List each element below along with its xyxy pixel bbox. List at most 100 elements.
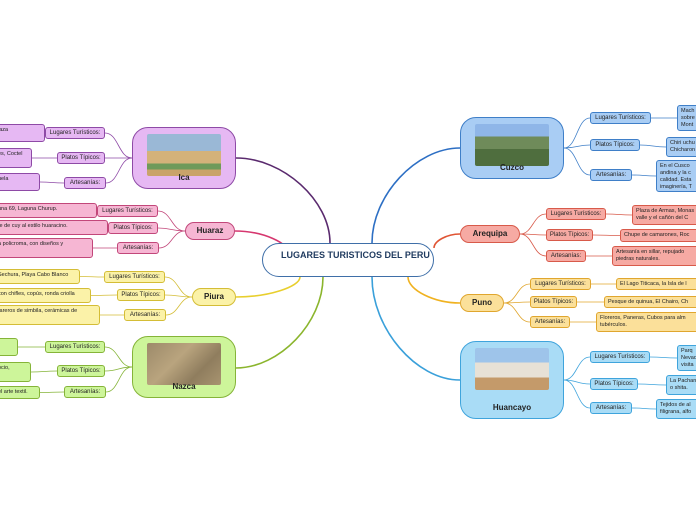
huancayo-link-cat1 bbox=[563, 356, 591, 381]
puno-category-2[interactable]: Platos Típicos: bbox=[530, 296, 577, 308]
arequipa-category-2[interactable]: Platos Típicos: bbox=[546, 229, 593, 241]
huancayo-detail-2[interactable]: La Pachan o shita. bbox=[666, 375, 696, 395]
topic-label: Cuzco bbox=[500, 163, 524, 172]
nazca-link-leaf3 bbox=[39, 391, 65, 393]
nazca-link-leaf2 bbox=[30, 370, 58, 373]
topic-huaraz[interactable]: Huaraz bbox=[185, 222, 235, 240]
cuzco-category-1[interactable]: Lugares Turísticos: bbox=[590, 112, 651, 124]
cuzco-detail-2[interactable]: Chiri uchu Chicharon bbox=[666, 137, 696, 157]
huaraz-detail-3[interactable]: a policroma, con diseños y bbox=[0, 238, 93, 258]
cuzco-photo bbox=[475, 124, 549, 166]
branch-cuzco bbox=[371, 147, 461, 244]
nazca-detail-1[interactable] bbox=[0, 338, 18, 356]
topic-label: Ica bbox=[178, 173, 190, 182]
huancayo-link-cat3 bbox=[563, 379, 591, 409]
puno-detail-1[interactable]: El Lago Titicaca, la Isla de l bbox=[616, 278, 696, 290]
nazca-photo bbox=[147, 343, 221, 385]
puno-category-1[interactable]: Lugares Turísticos: bbox=[530, 278, 591, 290]
ica-link-cat3 bbox=[105, 157, 133, 184]
piura-detail-3[interactable]: fareros de simbila, cerámicas de bbox=[0, 305, 100, 325]
nazca-link-cat3 bbox=[105, 366, 133, 393]
arequipa-category-1[interactable]: Lugares Turísticos: bbox=[546, 208, 606, 220]
huancayo-link-leaf1 bbox=[649, 356, 678, 359]
piura-detail-1[interactable]: Sechura, Playa Cabo Blanco bbox=[0, 269, 80, 284]
piura-link-leaf1 bbox=[79, 276, 105, 278]
topic-ica[interactable]: Ica bbox=[132, 127, 236, 189]
branch-ica bbox=[235, 157, 331, 244]
puno-category-3[interactable]: Artesanías: bbox=[530, 316, 570, 328]
puno-detail-2[interactable]: Pesque de quinua, El Chairo, Ch bbox=[604, 296, 696, 308]
arequipa-detail-1[interactable]: Plaza de Armas, Monas valle y el cañón d… bbox=[632, 205, 696, 225]
arequipa-link-cat3 bbox=[519, 233, 547, 257]
branch-huancayo bbox=[371, 276, 461, 381]
piura-category-1[interactable]: Lugares Turísticos: bbox=[104, 271, 165, 283]
cuzco-link-leaf3 bbox=[631, 174, 657, 177]
arequipa-link-leaf2 bbox=[592, 234, 621, 236]
topic-piura[interactable]: Piura bbox=[192, 288, 236, 306]
arequipa-detail-3[interactable]: Artesanía en sillar, repujado piedras na… bbox=[612, 246, 696, 266]
topic-label: Huancayo bbox=[492, 403, 532, 412]
cuzco-link-cat2 bbox=[563, 144, 591, 149]
central-topic[interactable]: LUGARES TURISTICOS DEL PERU bbox=[262, 243, 434, 277]
huaraz-link-cat3 bbox=[158, 230, 186, 249]
arequipa-link-leaf1 bbox=[605, 213, 633, 216]
ica-category-2[interactable]: Platos Típicos: bbox=[57, 152, 105, 164]
arequipa-link-cat1 bbox=[519, 213, 547, 235]
huancayo-detail-1[interactable]: Parq Nevad visita bbox=[677, 345, 696, 371]
puno-detail-3[interactable]: Floreros, Paneras, Cubos para alm tubérc… bbox=[596, 312, 696, 332]
huancayo-category-2[interactable]: Platos Típicos: bbox=[590, 378, 638, 390]
huaraz-link-cat1 bbox=[157, 210, 186, 232]
piura-link-cat2 bbox=[164, 294, 193, 298]
huaraz-detail-1[interactable]: una 69, Laguna Churup. bbox=[0, 203, 97, 218]
nazca-detail-3[interactable]: el arte textil. bbox=[0, 386, 40, 399]
nazca-category-1[interactable]: Lugares Turísticos: bbox=[45, 341, 105, 353]
branch-nazca bbox=[235, 276, 324, 369]
huancayo-photo bbox=[475, 348, 549, 390]
cuzco-detail-3[interactable]: En el Cusco andina y la c calidad. Esta … bbox=[656, 160, 696, 192]
topic-cuzco[interactable]: Cuzco bbox=[460, 117, 564, 179]
huaraz-category-1[interactable]: Lugares Turísticos: bbox=[97, 205, 158, 217]
piura-link-cat3 bbox=[165, 296, 193, 316]
ica-category-1[interactable]: Lugares Turísticos: bbox=[45, 127, 105, 139]
ica-category-3[interactable]: Artesanías: bbox=[64, 177, 106, 189]
piura-link-cat1 bbox=[164, 276, 193, 298]
nazca-category-2[interactable]: Platos Típicos: bbox=[57, 365, 105, 377]
ica-detail-2[interactable]: es, Coctel bbox=[0, 148, 32, 168]
topic-label: Nazca bbox=[172, 382, 196, 391]
cuzco-link-cat3 bbox=[563, 147, 591, 176]
huancayo-detail-3[interactable]: Tejidos de al filigrana, alfo bbox=[656, 399, 696, 419]
huaraz-category-3[interactable]: Artesanías: bbox=[117, 242, 159, 254]
nazca-category-3[interactable]: Artesanías: bbox=[64, 386, 106, 398]
ica-link-leaf3 bbox=[39, 181, 65, 184]
piura-category-3[interactable]: Artesanías: bbox=[124, 309, 166, 321]
huaraz-detail-2[interactable]: te de cuy al estilo huaracino. bbox=[0, 220, 108, 235]
huancayo-category-1[interactable]: Lugares Turísticos: bbox=[590, 351, 650, 363]
topic-arequipa[interactable]: Arequipa bbox=[460, 225, 520, 243]
ica-detail-1[interactable]: laza bbox=[0, 124, 45, 142]
cuzco-category-3[interactable]: Artesanías: bbox=[590, 169, 632, 181]
cuzco-category-2[interactable]: Platos Típicos: bbox=[590, 139, 640, 151]
huancayo-category-3[interactable]: Artesanías: bbox=[590, 402, 632, 414]
arequipa-detail-2[interactable]: Chupe de camarones, Roc bbox=[620, 229, 696, 242]
branch-piura bbox=[235, 276, 301, 298]
topic-huancayo[interactable]: Huancayo bbox=[460, 341, 564, 419]
piura-link-leaf2 bbox=[90, 294, 118, 296]
cuzco-link-leaf2 bbox=[639, 144, 667, 148]
nazca-link-cat1 bbox=[104, 346, 133, 368]
huancayo-link-leaf3 bbox=[631, 407, 657, 410]
huancayo-link-leaf2 bbox=[637, 383, 667, 386]
cuzco-detail-1[interactable]: Mach sobre Mont bbox=[677, 105, 696, 131]
piura-detail-2[interactable]: con chifles, copús, ronda criolla bbox=[0, 288, 91, 303]
branch-puno bbox=[407, 276, 461, 304]
ica-link-cat1 bbox=[104, 132, 133, 159]
ica-photo bbox=[147, 134, 221, 176]
huaraz-category-2[interactable]: Platos Típicos: bbox=[108, 222, 158, 234]
topic-nazca[interactable]: Nazca bbox=[132, 336, 236, 398]
arequipa-category-3[interactable]: Artesanías: bbox=[546, 250, 586, 262]
piura-category-2[interactable]: Platos Típicos: bbox=[117, 289, 165, 301]
nazca-detail-2[interactable]: ocio, bbox=[0, 362, 31, 382]
huaraz-link-cat2 bbox=[157, 227, 186, 232]
topic-puno[interactable]: Puno bbox=[460, 294, 504, 312]
ica-detail-3[interactable]: uela bbox=[0, 173, 40, 191]
